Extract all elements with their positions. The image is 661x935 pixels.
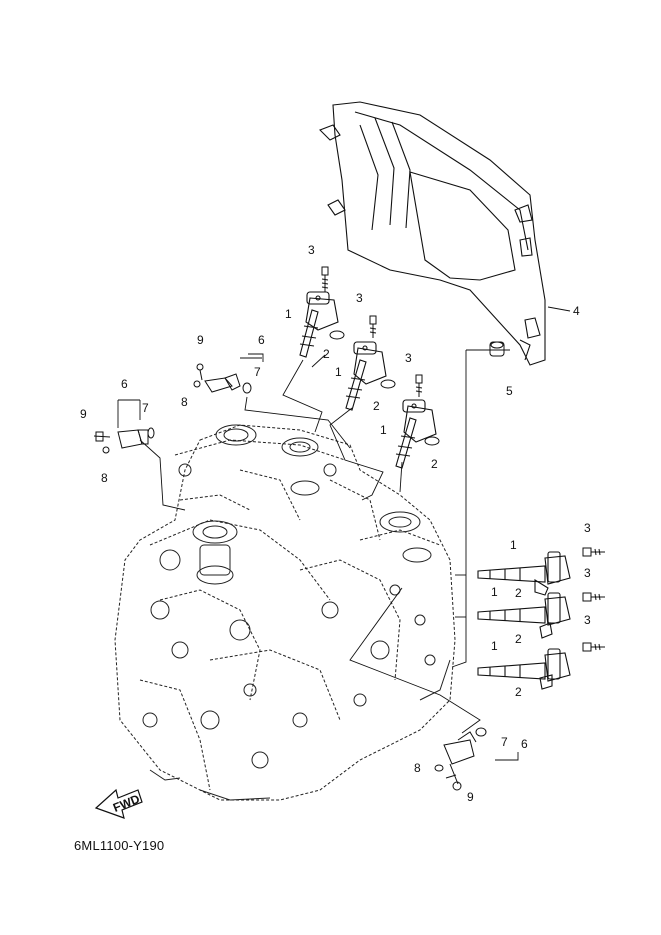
callout-3: 3 [584, 566, 591, 580]
callout-3: 3 [308, 243, 315, 257]
callout-2: 2 [323, 347, 330, 361]
callout-3: 3 [356, 291, 363, 305]
callout-1: 1 [491, 585, 498, 599]
callout-7: 7 [142, 401, 149, 415]
callout-8: 8 [181, 395, 188, 409]
callout-9: 9 [80, 407, 87, 421]
callout-2: 2 [373, 399, 380, 413]
callout-1: 1 [491, 639, 498, 653]
callout-6: 6 [258, 333, 265, 347]
engine-details [142, 424, 451, 801]
callout-2: 2 [431, 457, 438, 471]
ignition-coil-1f [477, 648, 571, 690]
ignition-coil-1a [299, 291, 339, 358]
ignition-coil-1b [345, 341, 387, 411]
callout-1: 1 [335, 365, 342, 379]
callout-2: 2 [515, 586, 522, 600]
callout-1: 1 [285, 307, 292, 321]
callout-3: 3 [584, 521, 591, 535]
callouts: 3 3 3 3 3 3 1 1 1 1 1 1 2 2 2 2 2 2 4 5 … [80, 243, 591, 804]
diagram-code: 6ML1100-Y190 [74, 838, 165, 853]
leader-lines [117, 306, 571, 761]
callout-6: 6 [121, 377, 128, 391]
sensor-lower [434, 727, 487, 791]
ignition-cover [319, 101, 546, 366]
callout-3: 3 [584, 613, 591, 627]
engine-block [114, 424, 456, 801]
callout-5: 5 [506, 384, 513, 398]
callout-9: 9 [467, 790, 474, 804]
callout-4: 4 [573, 304, 580, 318]
callout-8: 8 [101, 471, 108, 485]
fwd-arrow-icon: FWD [94, 788, 143, 819]
callout-2: 2 [515, 632, 522, 646]
callout-6: 6 [521, 737, 528, 751]
callout-2: 2 [515, 685, 522, 699]
bolt-3-group [321, 266, 605, 652]
callout-7: 7 [501, 735, 508, 749]
callout-1: 1 [510, 538, 517, 552]
callout-3: 3 [405, 351, 412, 365]
grommet-5 [489, 341, 505, 357]
ignition-coil-1e [477, 592, 571, 639]
sensor-left [93, 427, 155, 454]
callout-8: 8 [414, 761, 421, 775]
ignition-coil-1c [395, 399, 437, 469]
callout-7: 7 [254, 365, 261, 379]
sensor-upper [193, 363, 252, 394]
callout-1: 1 [380, 423, 387, 437]
ignition-coil-1d [477, 551, 571, 596]
seal-2-group [329, 330, 440, 446]
callout-9: 9 [197, 333, 204, 347]
